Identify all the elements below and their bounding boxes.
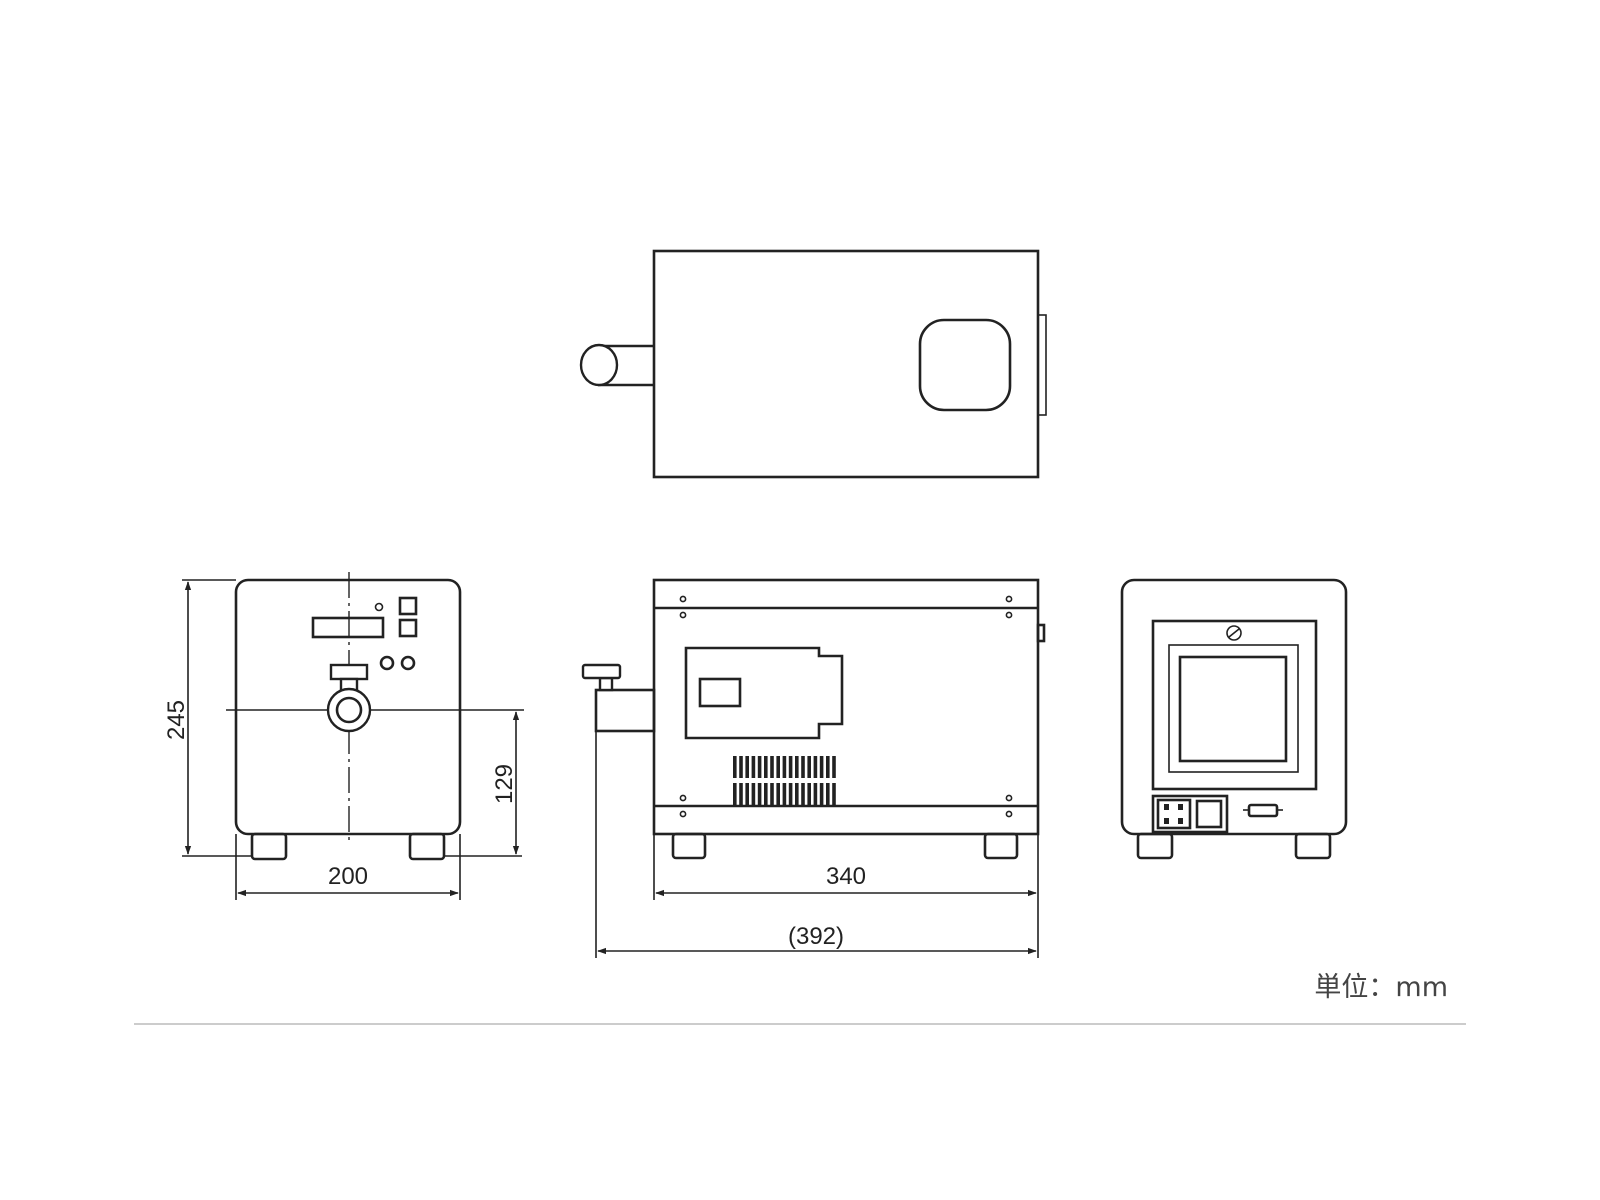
side-screw	[1005, 794, 1013, 802]
front-indicator-dot	[374, 602, 384, 612]
vent-slot	[733, 756, 737, 778]
vent-slot	[770, 783, 774, 805]
side-ventilation-slots	[733, 756, 836, 805]
front-left-foot	[250, 832, 288, 861]
vent-slot	[795, 756, 799, 778]
side-screw	[1005, 611, 1013, 619]
top-view	[579, 249, 1047, 479]
rear-right-foot	[1294, 832, 1332, 860]
side-screw	[1005, 810, 1013, 818]
vent-slot	[788, 756, 793, 778]
side-rear-knob	[1036, 623, 1046, 643]
front-view-body	[234, 578, 462, 836]
side-screw	[679, 595, 687, 603]
dim-label-overall-length: (392)	[788, 923, 844, 950]
vent-slot	[776, 783, 780, 805]
vent-slot	[757, 756, 762, 778]
side-screw	[1005, 595, 1013, 603]
vent-slot	[788, 783, 793, 805]
side-port-tube	[594, 688, 656, 733]
vent-slot	[782, 756, 787, 778]
rear-view-body	[1120, 578, 1348, 836]
front-view	[182, 572, 524, 900]
front-round-button-right	[400, 655, 416, 671]
vent-slot	[764, 783, 768, 805]
front-port-knob	[329, 663, 369, 681]
vent-slot	[795, 783, 799, 805]
rear-panel-screen	[1178, 655, 1288, 763]
dim-label-front-width: 200	[328, 863, 368, 890]
rear-left-foot	[1136, 832, 1174, 860]
vent-slot	[832, 783, 836, 805]
vent-slot	[801, 756, 805, 778]
side-label-window	[698, 677, 742, 708]
vent-slot	[832, 756, 836, 778]
vent-slot	[807, 756, 811, 778]
top-view-window	[918, 318, 1012, 412]
rear-panel-frame	[1151, 619, 1318, 791]
dim-label-axis-height: 129	[491, 764, 518, 804]
vent-slot	[751, 756, 756, 778]
side-port-knob	[581, 663, 622, 680]
top-view-body	[652, 249, 1040, 479]
side-screw	[679, 794, 687, 802]
vent-slot	[819, 756, 824, 778]
front-square-button-bottom	[398, 618, 418, 638]
rear-signal-connector	[1247, 803, 1279, 818]
vent-slot	[813, 783, 818, 805]
vent-slot	[826, 783, 830, 805]
front-square-button-top	[398, 596, 418, 616]
rear-power-inlet	[1156, 798, 1192, 830]
vent-slot	[807, 783, 811, 805]
side-view	[581, 578, 1046, 958]
vent-slot	[813, 756, 818, 778]
front-port-outer	[326, 687, 372, 733]
vent-slot	[733, 783, 737, 805]
dim-label-height: 245	[163, 700, 190, 740]
vent-slot	[819, 783, 824, 805]
vent-slot	[757, 783, 762, 805]
vent-slot	[801, 783, 805, 805]
rear-power-module	[1151, 794, 1229, 834]
side-left-foot	[671, 832, 707, 860]
vent-slot	[745, 783, 749, 805]
unit-label: 単位：mm	[1314, 972, 1448, 1003]
top-view-rear-connector	[1037, 314, 1047, 416]
vent-slot	[745, 756, 749, 778]
side-label-plate	[684, 646, 844, 740]
side-right-foot	[983, 832, 1019, 860]
front-port-inner	[335, 696, 363, 724]
rear-view	[1120, 578, 1348, 860]
vent-slot	[770, 756, 774, 778]
side-screw	[679, 810, 687, 818]
vent-slot	[776, 756, 780, 778]
vent-slot	[764, 756, 768, 778]
vent-slot	[739, 756, 743, 778]
front-right-foot	[408, 832, 446, 861]
vent-slot	[782, 783, 787, 805]
front-round-button-left	[379, 655, 395, 671]
vent-slot	[751, 783, 756, 805]
dim-label-body-length: 340	[826, 863, 866, 890]
vent-slot	[739, 783, 743, 805]
rear-panel-bezel	[1168, 644, 1299, 773]
vent-slot	[826, 756, 830, 778]
side-screw	[679, 611, 687, 619]
rear-power-switch	[1195, 799, 1223, 829]
top-view-port-cylinder	[579, 343, 619, 387]
rear-panel-screw	[1226, 625, 1242, 641]
front-display-slot	[311, 616, 385, 639]
